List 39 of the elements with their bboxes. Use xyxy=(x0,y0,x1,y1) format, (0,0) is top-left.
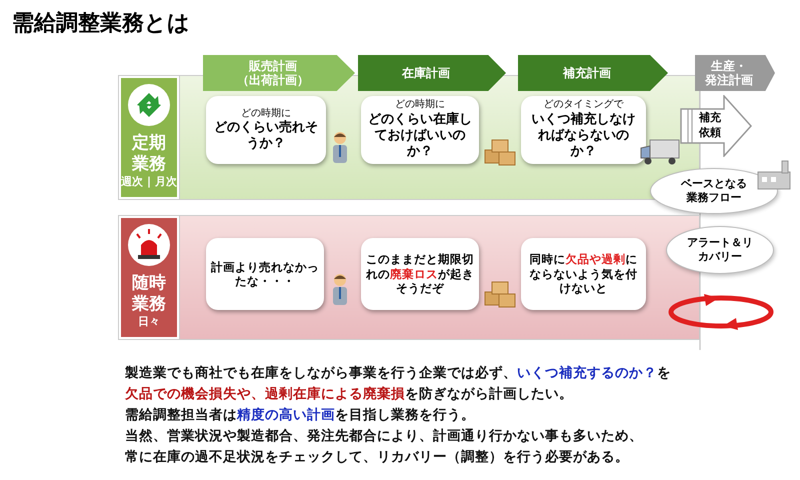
speech-bubble xyxy=(206,238,324,310)
body-text: 常に在庫の過不足状況をチェックして、リカバリー（調整）を行う必要がある。 xyxy=(125,448,629,466)
bubble-text: 同時に欠品や過剰にならないよう気を付けないと xyxy=(528,252,638,296)
bubble-text: ベースとなる業務フロー xyxy=(680,177,748,205)
bubble-text: このままだと期限切れの廃棄ロスが起きそうだぞ xyxy=(366,252,474,296)
speech-bubble xyxy=(206,96,326,164)
arrow-label: 補充依頼 xyxy=(698,111,722,141)
band-subtitle: 日々 xyxy=(138,315,160,329)
band-title: 随時業務 xyxy=(130,272,167,316)
step-label: 販売計画（出荷計画） xyxy=(236,58,310,88)
page-title: 需給調整業務とは xyxy=(12,10,190,38)
speech-bubble xyxy=(361,238,479,310)
chevron-step xyxy=(518,55,668,91)
chevron-step xyxy=(695,55,775,91)
speech-bubble xyxy=(521,96,646,164)
bubble-text: アラート＆リカバリー xyxy=(686,236,754,264)
bubble-text: どのくらい売れそうか？ xyxy=(213,120,319,152)
chevron-step xyxy=(203,55,355,91)
bubble-text: どの時期に xyxy=(241,108,291,120)
band-panel xyxy=(118,215,700,340)
band-subtitle: 週次 | 月次 xyxy=(121,175,177,189)
speech-bubble xyxy=(666,226,774,274)
band-title: 定期業務 xyxy=(130,132,167,176)
speech-bubble xyxy=(521,238,646,310)
step-label: 在庫計画 xyxy=(402,66,450,80)
chevron-step xyxy=(358,55,506,91)
bubble-text: どのタイミングで xyxy=(544,99,624,112)
bubble-text: どの時期に xyxy=(395,99,445,112)
speech-bubble xyxy=(361,96,479,164)
body-text: 欠品での機会損失や、過剰在庫による廃棄損を防ぎながら計画したい。 xyxy=(125,385,573,403)
arrow-shaped-box xyxy=(680,95,752,157)
bubble-text: いくつ補充しなければならないのか？ xyxy=(530,112,636,161)
bubble-text: 計画より売れなかったな・・・ xyxy=(211,260,319,288)
bubble-text: どのくらい在庫しておけばいいのか？ xyxy=(367,112,473,161)
body-text: 当然、営業状況や製造都合、発注先都合により、計画通り行かない事も多いため、 xyxy=(125,427,643,445)
body-text: 製造業でも商社でも在庫をしながら事業を行う企業では必ず、いくつ補充するのか？を xyxy=(125,364,671,382)
body-text: 需給調整担当者は精度の高い計画を目指し業務を行う。 xyxy=(125,406,475,424)
step-label: 補充計画 xyxy=(563,66,611,80)
step-label: 生産・発注計画 xyxy=(704,58,754,88)
